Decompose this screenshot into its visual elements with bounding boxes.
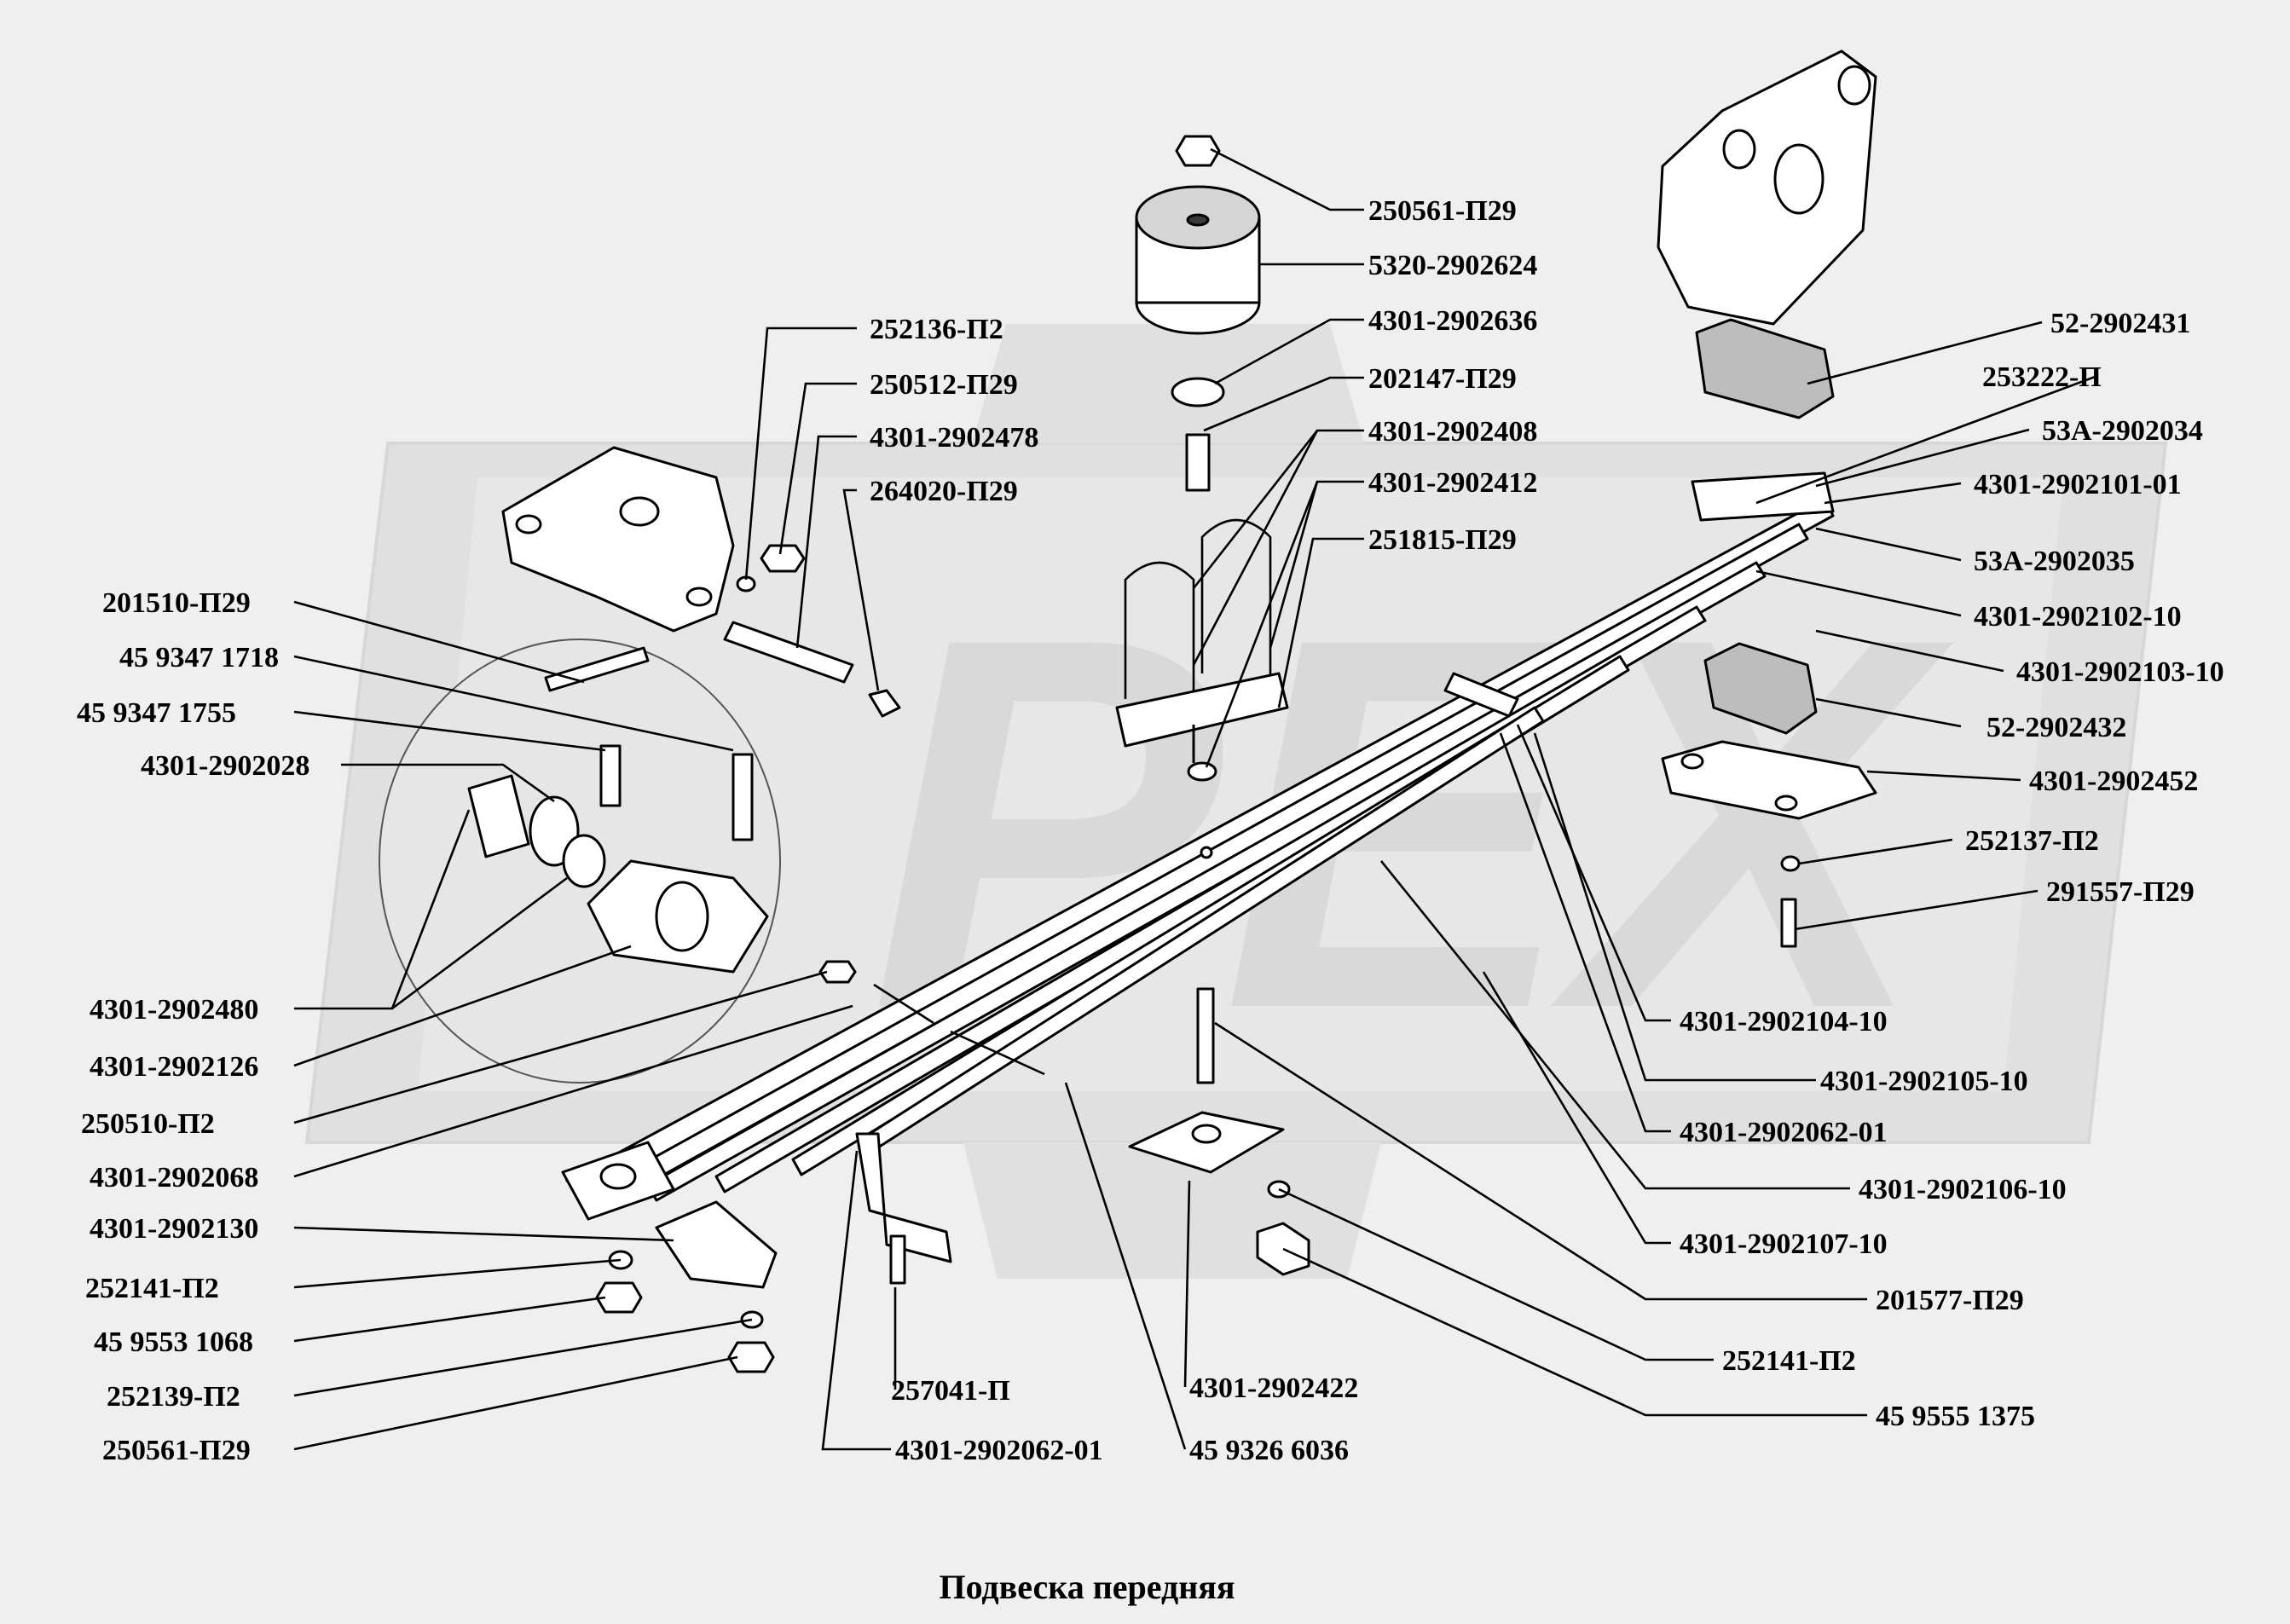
part-label: 252136-П2 [870, 314, 1003, 345]
part-label: 4301-2902101-01 [1974, 469, 2182, 500]
part-label: 4301-2902480 [90, 994, 258, 1026]
part-label: 4301-2902028 [141, 750, 309, 782]
part-label: 4301-2902107-10 [1680, 1228, 1888, 1260]
part-label: 4301-2902452 [2029, 766, 2198, 797]
part-label: 53А-2902035 [1974, 546, 2135, 577]
part-label: 201577-П29 [1876, 1285, 2024, 1316]
part-label: 4301-2902068 [90, 1162, 258, 1193]
part-label: 257041-П [891, 1375, 1010, 1407]
part-label: 4301-2902103-10 [2016, 656, 2224, 688]
part-label: 201510-П29 [102, 587, 251, 619]
part-label: 5320-2902624 [1368, 250, 1537, 281]
part-label: 4301-2902478 [870, 422, 1038, 454]
rear-pad [1661, 318, 1877, 948]
part-label: 52-2902431 [2050, 308, 2190, 339]
part-label: 291557-П29 [2046, 876, 2195, 908]
part-label: 4301-2902106-10 [1859, 1174, 2067, 1205]
u-bolts [1115, 518, 1289, 782]
part-label: 45 9326 6036 [1189, 1435, 1349, 1466]
part-label: 45 9555 1375 [1876, 1401, 2035, 1432]
part-label: 4301-2902408 [1368, 416, 1537, 448]
part-label: 4301-2902102-10 [1974, 601, 2182, 633]
part-labels: 250561-П29 5320-2902624 4301-2902636 202… [77, 195, 2224, 1466]
part-label: 4301-2902130 [90, 1213, 258, 1245]
part-label: 253222-П [1982, 361, 2102, 393]
part-label: 4301-2902105-10 [1820, 1066, 2028, 1097]
part-label: 250561-П29 [102, 1435, 251, 1466]
bump-stop [1135, 135, 1261, 492]
part-label: 4301-2902104-10 [1680, 1006, 1888, 1037]
part-label: 251815-П29 [1368, 524, 1517, 556]
part-label: 4301-2902636 [1368, 305, 1537, 337]
diagram-caption: Подвеска передняя [939, 1568, 1235, 1606]
part-label: 53А-2902034 [2042, 415, 2203, 447]
part-label: 4301-2902062-01 [1680, 1117, 1888, 1148]
part-label: 45 9553 1068 [94, 1326, 253, 1358]
part-label: 250510-П2 [81, 1108, 215, 1140]
part-label: 4301-2902422 [1189, 1373, 1358, 1404]
front-bracket [501, 446, 735, 633]
rear-bracket [1657, 49, 1877, 326]
part-label: 45 9347 1718 [119, 642, 279, 673]
part-label: 4301-2902412 [1368, 467, 1537, 499]
part-label: 4301-2902062-01 [895, 1435, 1103, 1466]
part-label: 202147-П29 [1368, 363, 1517, 395]
leader-lines [293, 147, 2098, 1451]
part-label: 252139-П2 [107, 1381, 240, 1413]
front-shackle-parts [467, 621, 854, 1289]
part-label: 250512-П29 [870, 369, 1018, 401]
part-label: 52-2902432 [1986, 712, 2126, 743]
part-label: 45 9347 1755 [77, 697, 236, 729]
part-label: 252137-П2 [1965, 825, 2099, 857]
part-label: 4301-2902126 [90, 1051, 258, 1083]
part-label: 252141-П2 [85, 1273, 219, 1304]
center-bolt-parts [855, 672, 1519, 1285]
part-label: 252141-П2 [1722, 1345, 1856, 1377]
part-label: 264020-П29 [870, 476, 1018, 507]
part-label: 250561-П29 [1368, 195, 1517, 227]
